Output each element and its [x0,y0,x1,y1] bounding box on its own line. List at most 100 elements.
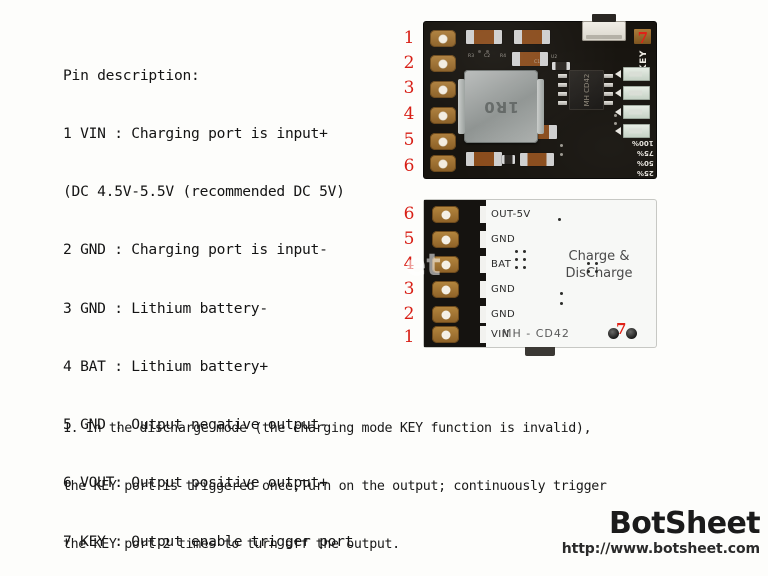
pad-label: BAT [479,256,511,273]
charge-discharge-silkscreen: Charge & DisCharge [565,249,633,281]
pin-number: 1 [403,28,415,48]
test-point [515,250,518,253]
led-polarity-triangle-icon [615,89,621,97]
ic-pin [558,74,567,78]
through-hole-pad [432,206,459,223]
led-polarity-triangle-icon [615,70,621,78]
micro-usb-connector [582,14,626,41]
pin-description-line: 1 VIN : Charging port is input+ [63,125,328,143]
test-point [560,302,563,305]
pad-hole [438,34,448,43]
through-hole-pad [432,326,459,343]
pin-description-line: 7 KEY : Output enable trigger port [63,532,354,550]
test-point [560,292,563,295]
pad-hole [441,260,450,269]
through-hole-pad [430,30,456,47]
note-line: the KEY port is triggered once,Turn on t… [63,479,607,495]
via [560,153,563,156]
pin-number: 5 [403,229,415,249]
test-point [515,266,518,269]
pin-number: 3 [403,279,415,299]
silkscreen-text: U2 [551,55,558,60]
pin-description-heading: Pin description: [63,66,200,84]
silkscreen-text: C1 [534,60,541,65]
through-hole-pad [430,133,456,150]
solder-pad [626,328,637,339]
led-percent-label: 50% [637,159,654,167]
watermark-brand: BotSheet [608,506,761,541]
pin-description-line: 3 GND : Lithium battery- [63,299,268,317]
ic-pin [604,74,613,78]
test-point [587,262,590,265]
ic-marking: MH CD42 [582,73,591,107]
test-point [515,258,518,261]
silkscreen-text: R3 [468,54,475,59]
pin-number: 5 [403,130,415,150]
ic-pin [604,101,613,105]
pad-hole [441,310,450,319]
led-polarity-triangle-icon [615,108,621,116]
pad-hole [441,330,450,339]
pin-number: 4 [403,254,415,274]
test-point [523,250,526,253]
smd-component [466,152,502,166]
led-polarity-triangle-icon [615,127,621,135]
pin-description-line: 2 GND : Charging port is input- [63,241,328,259]
pin-description-line: (DC 4.5V-5.5V (recommended DC 5V) [63,183,345,201]
pad-hole [438,159,448,168]
smd-component [514,30,550,44]
smd-component [512,52,548,66]
via [614,122,617,125]
through-hole-pad [430,81,456,98]
through-hole-pad [430,155,456,172]
pad-hole [441,210,450,219]
test-point [523,258,526,261]
smd-component [520,153,554,166]
ic-pin [558,101,567,105]
pin-description-line: 5 GND : Output negative output- [63,416,328,434]
test-point [595,270,598,273]
test-point [587,270,590,273]
pad-hole [441,285,450,294]
through-hole-pad [430,107,456,124]
pin-description-line: 6 VOUT: Output positive output+ [63,474,328,492]
pad-hole [438,111,448,120]
through-hole-pad [432,281,459,298]
pad-hole [438,85,448,94]
through-hole-pad [432,231,459,248]
ic-pin [604,83,613,87]
via [560,144,563,147]
pad-hole [438,59,448,68]
led-percent-label: 25% [637,169,654,177]
through-hole-pad [432,306,459,323]
pcb-photo-bottom-side: OUT-5V GND BAT GND GND VIN Charge & DisC… [406,200,656,356]
pin-number-key: 7 [616,320,627,338]
via [478,50,481,53]
test-point [595,262,598,265]
pin-number-key: 7 [637,29,648,47]
board-tab [525,347,555,356]
ic-pin [558,92,567,96]
via [486,50,489,53]
pad-label: VIN [479,326,509,343]
status-led [623,105,650,119]
watermark-fragment: et [406,248,441,283]
pad-hole [438,137,448,146]
test-point [558,218,561,221]
status-led [623,67,650,81]
pin-number: 3 [403,78,415,98]
ic-pin [604,92,613,96]
pin-number: 6 [403,156,415,176]
smd-component [502,155,515,164]
pin-description-block: Pin description: 1 VIN : Charging port i… [63,27,408,576]
key-trigger-pad [634,29,651,44]
power-inductor: 1R0 [458,70,544,143]
bottom-board-pin-number-column: 6 5 4 3 2 1 [399,200,419,347]
pad-label: OUT-5V [480,206,531,223]
pad-hole [441,235,450,244]
charge-controller-ic: MH CD42 [569,70,604,110]
led-percent-label: 100% [632,139,654,147]
solder-pad [608,328,619,339]
silkscreen-text: R4 [500,54,507,59]
